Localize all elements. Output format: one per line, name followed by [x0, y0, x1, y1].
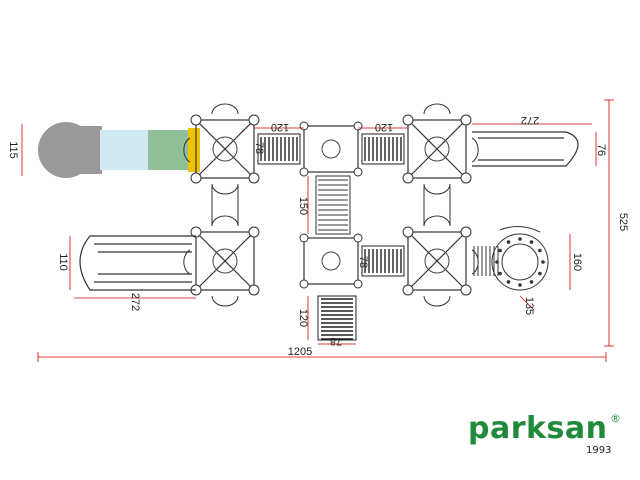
dim-lower-slide-length: 272 [129, 293, 141, 311]
platform-center-top [303, 125, 359, 173]
spiral-step [506, 240, 511, 244]
slide-lower-left [79, 235, 196, 291]
spiral-step [518, 237, 522, 241]
dim-lower-slide-width: 110 [57, 253, 69, 271]
platform-top-left [195, 119, 255, 179]
platform-center-bottom [303, 237, 359, 285]
net-bridges [257, 133, 405, 341]
spiral-step [498, 271, 502, 276]
platform-bottom-left [195, 231, 255, 291]
tower-ornaments [212, 136, 450, 274]
platform-top-right [407, 119, 467, 179]
dimension-labels: 1205 525 115 110 272 272 76 120 120 78 7… [7, 114, 629, 358]
link-walls [211, 186, 451, 226]
dim-spiral-width: 160 [571, 253, 583, 271]
brand-name: parksan [468, 411, 608, 446]
spiral-step [529, 280, 534, 284]
dim-net-panel-width: 78 [330, 335, 342, 347]
spiral-step [541, 260, 545, 264]
dim-upper-slide-length: 272 [521, 114, 539, 126]
slide-upper-right [472, 131, 579, 167]
tunnel-yellow-section [188, 128, 200, 172]
spiral-step [538, 248, 542, 253]
spiral-step [498, 248, 502, 253]
tunnel-slide [38, 122, 200, 178]
dim-upper-slide-width: 76 [595, 144, 607, 156]
dim-bridge-top-left: 120 [271, 121, 289, 133]
spiral-steps [495, 237, 545, 287]
brand-logo: parksan ® 1993 [468, 412, 628, 462]
tunnel-blue-section [100, 130, 150, 170]
dim-total-width: 1205 [288, 346, 312, 358]
dim-left-slide-height: 115 [7, 141, 19, 159]
spiral-step [495, 260, 499, 264]
tunnel-grey-body [60, 126, 102, 174]
bridge-hatches [260, 137, 402, 340]
ladder-rungs [318, 179, 348, 231]
spiral-step [529, 240, 534, 244]
spiral-step [506, 280, 511, 284]
dim-spiral-radius: 135 [523, 297, 535, 315]
slides [79, 131, 579, 291]
dimension-lines [21, 99, 614, 362]
brand-year: 1993 [586, 445, 612, 456]
dim-bridge-top-right: 120 [375, 121, 393, 133]
dim-total-depth: 525 [617, 213, 629, 231]
tunnel-green-section [148, 130, 190, 170]
dim-bridge-mid-right: 78 [357, 256, 369, 268]
dim-bridge-mid-left: 78 [253, 142, 265, 154]
registered-mark: ® [610, 412, 621, 425]
spiral-slide [491, 226, 549, 291]
spiral-step [518, 283, 522, 287]
spiral-step [538, 271, 542, 276]
platform-bottom-right [407, 231, 467, 291]
dim-vertical-bridge: 150 [297, 197, 309, 215]
dim-net-panel-height: 120 [297, 309, 309, 327]
platforms [195, 119, 467, 291]
posts [190, 114, 472, 296]
